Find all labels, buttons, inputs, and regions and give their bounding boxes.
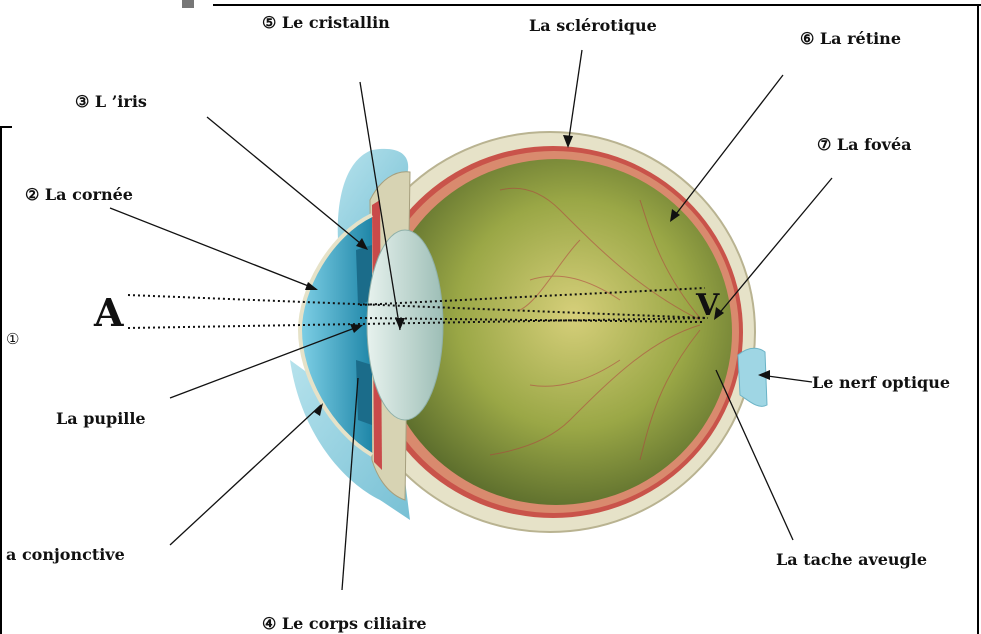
frame-left-border-top [0, 128, 2, 634]
label-cornee: ② La cornée [25, 185, 133, 204]
label-iris: ③ L ’iris [75, 92, 147, 111]
ray-top [127, 294, 709, 319]
label-nerf-optique: Le nerf optique [812, 373, 951, 392]
arrowheads [305, 135, 770, 416]
lens [366, 229, 444, 421]
iris [356, 245, 372, 305]
point-v: V [696, 288, 720, 323]
label-cristallin: ⑤ Le cristallin [262, 13, 390, 32]
blood-vessels [489, 187, 701, 461]
frame-top-border [213, 4, 981, 6]
label-tache-aveugle: La tache aveugle [776, 550, 927, 569]
marker-one: ① [6, 330, 20, 348]
label-sclerotique: La sclérotique [529, 16, 657, 35]
label-pupille: La pupille [56, 409, 146, 428]
ray-bottom [127, 317, 709, 329]
frame-top-stub [0, 126, 12, 128]
label-fovea: ⑦ La fovéa [817, 135, 912, 154]
label-retine: ⑥ La rétine [800, 29, 901, 48]
optic-nerve [737, 347, 768, 407]
label-corps-ciliaire: ④ Le corps ciliaire [262, 614, 427, 633]
point-a: A [94, 290, 124, 335]
vitreous-body [380, 159, 732, 505]
leader-lines [109, 49, 833, 591]
frame-right-border [977, 4, 979, 634]
label-conjonctive: a conjonctive [6, 545, 125, 564]
frame-small-tab [182, 0, 194, 8]
